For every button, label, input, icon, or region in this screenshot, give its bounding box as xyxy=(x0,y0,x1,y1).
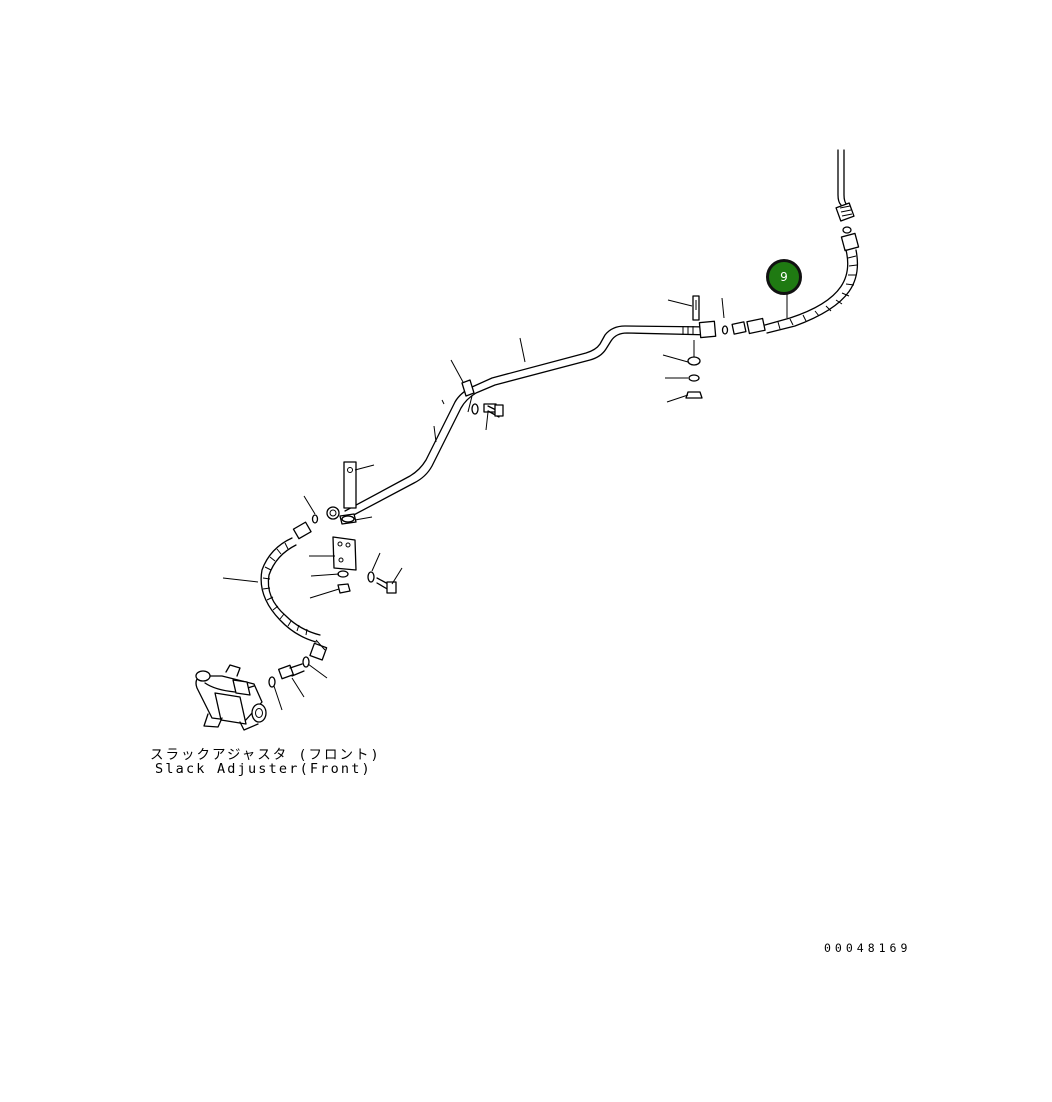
hose-item-9 xyxy=(731,232,860,335)
tube-clip-right xyxy=(685,295,703,399)
upper-brake-line xyxy=(835,149,855,222)
drawing-number: 00048169 xyxy=(824,941,912,955)
actuator-fittings xyxy=(268,656,310,688)
brake-tube xyxy=(326,320,717,520)
slack-adjuster xyxy=(195,664,267,731)
lower-hose xyxy=(260,521,328,661)
tube-clip-middle xyxy=(461,379,504,418)
caption-japanese: スラックアジャスタ (フロント) xyxy=(150,747,381,763)
callout-label: 9 xyxy=(780,270,788,284)
caption-english: Slack Adjuster(Front) xyxy=(155,761,372,777)
bracket-lower xyxy=(332,536,397,594)
bracket-upper xyxy=(339,461,357,525)
o-ring-lower xyxy=(311,514,319,524)
o-ring-mid xyxy=(721,325,729,335)
o-ring-top xyxy=(842,226,852,234)
callout-marker-9[interactable]: 9 xyxy=(766,259,802,295)
leader-lines xyxy=(222,297,725,711)
